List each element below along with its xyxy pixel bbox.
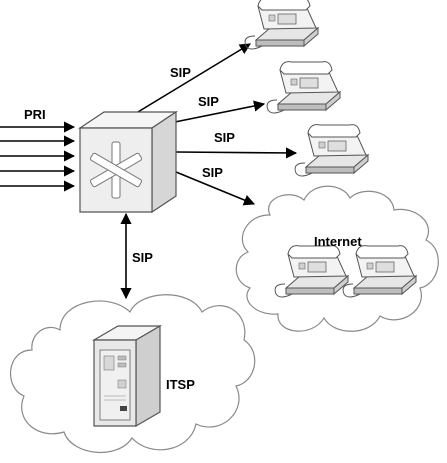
internet-label: Internet [314, 234, 362, 249]
link-internet [175, 171, 256, 206]
asterisk-pbx-icon [78, 110, 178, 214]
link-phone2 [159, 100, 266, 126]
sip-label-phone1: SIP [170, 65, 191, 80]
link-phone3 [175, 147, 298, 159]
sip-label-internet: SIP [202, 165, 223, 180]
desk-phone-icon [244, 0, 319, 50]
pri-trunk [0, 121, 76, 192]
sip-label-phone3: SIP [214, 130, 235, 145]
sip-label-phone2: SIP [198, 94, 219, 109]
desk-phone-icon [266, 61, 341, 114]
desk-phone-icon [294, 124, 369, 177]
itsp-label: ITSP [166, 377, 195, 392]
server-rack-icon [91, 324, 163, 428]
link-phone1 [127, 43, 251, 119]
sip-label-itsp: SIP [132, 250, 153, 265]
pri-label: PRI [24, 107, 46, 122]
